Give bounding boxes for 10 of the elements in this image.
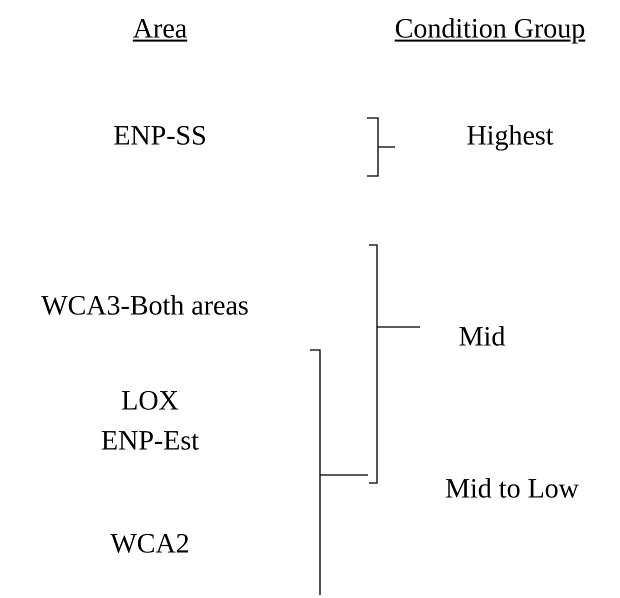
area-label: ENP-SS — [113, 122, 207, 152]
column-header: Condition Group — [394, 14, 586, 46]
condition-group-label: Mid — [458, 322, 506, 354]
area-label: ENP-Est — [101, 426, 199, 458]
area-label: WCA3-Both areas — [41, 292, 249, 322]
area-label: WCA2 — [110, 530, 190, 560]
area-label: LOX — [121, 386, 179, 418]
column-header: Area — [132, 14, 188, 46]
condition-group-label: Highest — [466, 122, 554, 152]
condition-group-label: Mid to Low — [445, 474, 579, 506]
